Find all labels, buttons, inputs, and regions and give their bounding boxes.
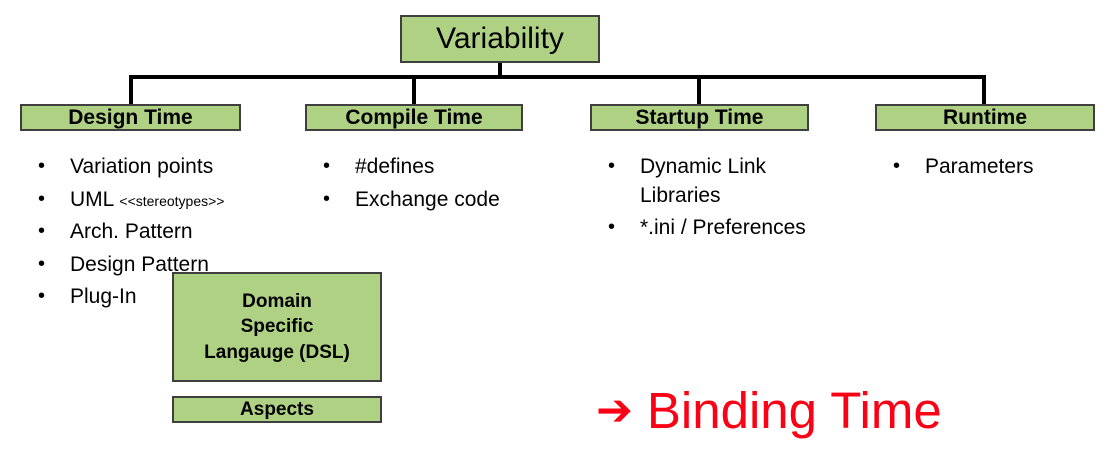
- connector-horizontal-bus: [129, 75, 986, 79]
- node-aspects: Aspects: [172, 396, 382, 423]
- list-item-text: Dynamic Link Libraries: [640, 155, 767, 207]
- node-dsl-line-3: Langauge (DSL): [204, 341, 350, 363]
- list-item-text: Arch. Pattern: [70, 220, 193, 244]
- list-item: Exchange code: [305, 186, 580, 215]
- list-compile-time: #defines Exchange code: [305, 153, 580, 218]
- list-item-text: Parameters: [925, 155, 1034, 178]
- node-aspects-label: Aspects: [240, 398, 314, 420]
- node-dsl-line-1: Domain: [242, 291, 312, 313]
- list-item-text: *.ini / Preferences: [640, 216, 806, 240]
- node-startup-time-label: Startup Time: [635, 105, 764, 129]
- connector-drop-startup-time: [697, 75, 701, 106]
- node-compile-time: Compile Time: [305, 104, 523, 131]
- list-item: Parameters: [875, 153, 1115, 182]
- list-item: Dynamic Link Libraries: [590, 153, 852, 210]
- list-runtime: Parameters: [875, 153, 1115, 186]
- node-runtime-label: Runtime: [943, 105, 1027, 129]
- list-startup-time: Dynamic Link Libraries *.ini / Preferenc…: [590, 153, 852, 247]
- connector-drop-runtime: [982, 75, 986, 106]
- node-compile-time-label: Compile Time: [345, 105, 483, 129]
- connector-drop-design-time: [129, 75, 133, 106]
- list-item: #defines: [305, 153, 580, 182]
- list-item-text: Variation points: [70, 155, 214, 178]
- node-runtime: Runtime: [875, 104, 1095, 131]
- binding-time-label: Binding Time: [646, 382, 942, 439]
- node-startup-time: Startup Time: [590, 104, 809, 131]
- binding-time-annotation: ➔ Binding Time: [596, 385, 942, 436]
- right-arrow-icon: ➔: [596, 384, 633, 436]
- node-design-time: Design Time: [20, 104, 241, 131]
- list-item: Plug-In: [20, 283, 295, 312]
- list-item: Arch. Pattern: [20, 218, 295, 247]
- node-design-time-label: Design Time: [68, 105, 193, 129]
- list-item: UML <<stereotypes>>: [20, 186, 295, 215]
- list-item: Design Pattern: [20, 251, 295, 280]
- node-domain-specific-language: Domain Specific Langauge (DSL): [172, 272, 382, 382]
- list-item: *.ini / Preferences: [590, 214, 852, 243]
- list-item-text: Exchange code: [355, 187, 500, 211]
- list-item-text: Plug-In: [70, 285, 137, 309]
- list-item-text: #defines: [355, 155, 435, 178]
- connector-drop-compile-time: [412, 75, 416, 106]
- node-variability: Variability: [400, 15, 600, 63]
- list-item-text: Design Pattern: [70, 252, 209, 276]
- list-design-time: Variation points UML <<stereotypes>> Arc…: [20, 153, 295, 316]
- list-item: Variation points: [20, 153, 295, 182]
- list-item-text: UML: [70, 187, 120, 211]
- node-dsl-line-2: Specific: [240, 316, 314, 338]
- connector-root-stem: [498, 63, 502, 78]
- list-item-note: <<stereotypes>>: [119, 192, 225, 209]
- node-variability-label: Variability: [436, 22, 564, 55]
